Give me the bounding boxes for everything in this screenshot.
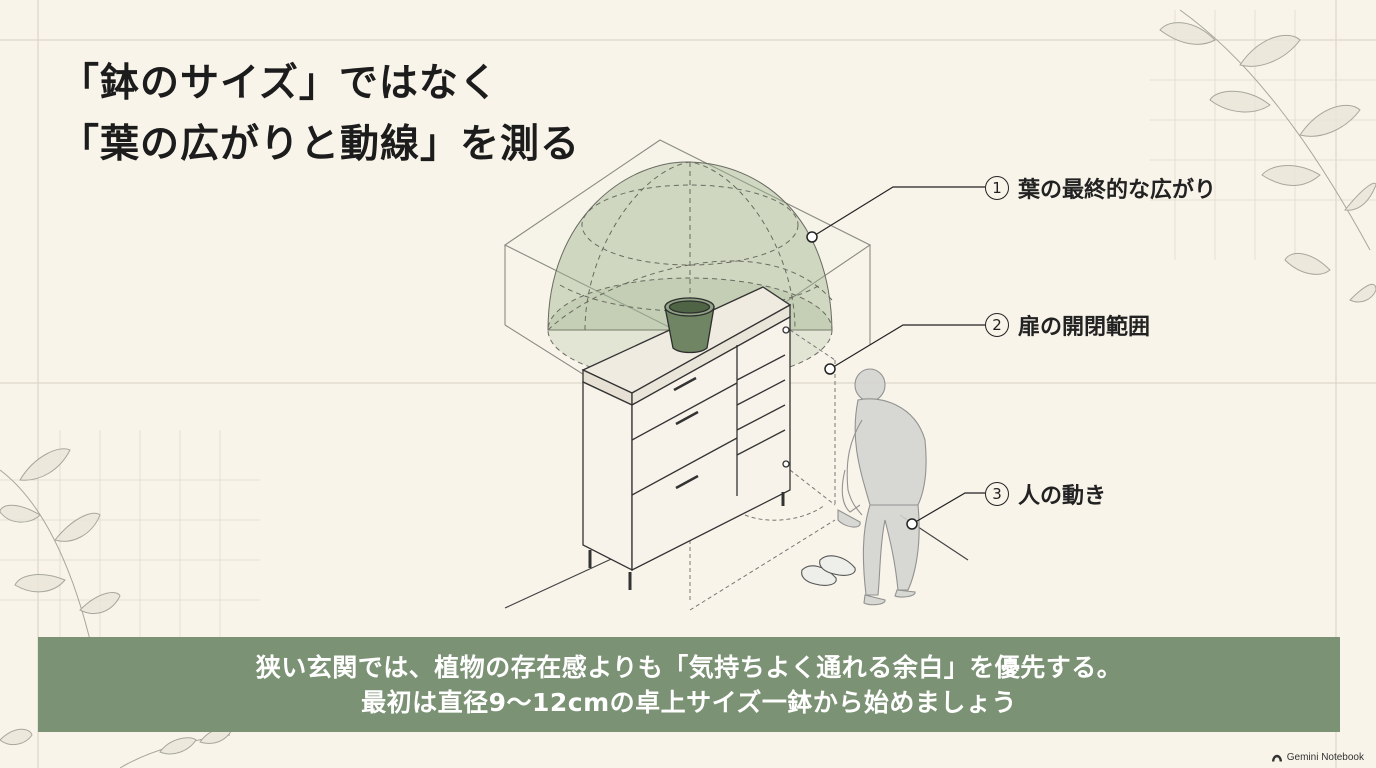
callout-markers bbox=[806, 231, 918, 530]
banner-line-2: 最初は直径9〜12cmの卓上サイズ一鉢から始めましょう bbox=[361, 687, 1017, 717]
leaf-sprig-icon bbox=[1159, 9, 1376, 303]
callout-person-movement: 3 人の動き bbox=[985, 478, 1106, 510]
callout-label-person-movement: 人の動き bbox=[1018, 484, 1107, 509]
plant-pot bbox=[664, 297, 715, 354]
callout-label-door-range: 扉の開閉範囲 bbox=[1018, 315, 1151, 340]
callout-number-3: 3 bbox=[985, 482, 1009, 506]
callout-leaders bbox=[811, 186, 985, 525]
callout-number-2: 2 bbox=[985, 313, 1009, 337]
callout-label-leaf-spread: 葉の最終的な広がり bbox=[1018, 178, 1217, 203]
person-figure bbox=[837, 368, 927, 606]
gemini-notebook-icon bbox=[1271, 754, 1282, 761]
title-line-2: 「葉の広がりと動線」を測る bbox=[60, 122, 581, 167]
leaf-sprig-icon bbox=[0, 448, 121, 641]
brand-watermark: Gemini Notebook bbox=[1271, 752, 1364, 763]
summary-banner: 狭い玄関では、植物の存在感よりも「気持ちよく通れる余白」を優先する。 最初は直径… bbox=[38, 637, 1340, 732]
shoes bbox=[801, 555, 856, 586]
brand-label: Gemini Notebook bbox=[1286, 752, 1364, 763]
callout-number-1: 1 bbox=[985, 176, 1009, 200]
callout-leaf-spread: 1 葉の最終的な広がり bbox=[985, 172, 1216, 204]
callout-door-range: 2 扉の開閉範囲 bbox=[985, 309, 1150, 341]
banner-line-1: 狭い玄関では、植物の存在感よりも「気持ちよく通れる余白」を優先する。 bbox=[255, 652, 1123, 682]
title-line-1: 「鉢のサイズ」ではなく bbox=[60, 61, 499, 106]
